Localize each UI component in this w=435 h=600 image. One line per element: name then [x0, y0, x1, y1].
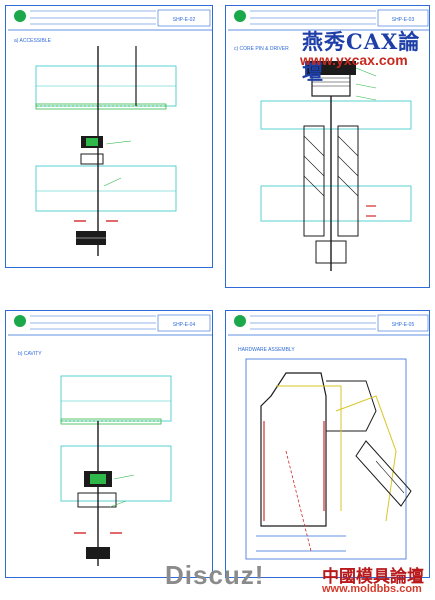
sleeve-left	[303, 125, 325, 237]
hatch-line	[303, 155, 325, 177]
plate-outline	[260, 185, 412, 222]
site-name-watermark: 燕秀CAX論壇	[302, 29, 421, 84]
hatch-line	[375, 460, 405, 494]
drawing-sheet-3: SHP-E-04 b) CAVITY	[5, 310, 213, 578]
site-url-watermark: www.yxcax.com	[300, 52, 408, 68]
sheet-4-drawing: SHP-E-05 HARDWARE ASSEMBLY	[228, 314, 429, 560]
leader-line	[355, 83, 377, 89]
green-insert	[86, 138, 98, 146]
insert-outline	[326, 380, 377, 432]
cap-top	[306, 61, 356, 75]
title-block-id-box	[157, 314, 211, 332]
sheet-1-drawing: SHP-E-02 a) ACCESSIBLE	[8, 9, 212, 256]
section-label: HARDWARE ASSEMBLY	[238, 347, 295, 353]
leader-line	[355, 95, 377, 101]
title-block-id: SHP-E-02	[173, 17, 196, 23]
sheet-badge-icon	[234, 10, 246, 22]
forum-engine-watermark: Discuz!	[165, 560, 265, 590]
sheet-badge-icon	[14, 315, 26, 327]
plate-outline	[260, 100, 412, 130]
sheet-badge-icon	[234, 315, 246, 327]
yellow-contour	[276, 385, 342, 511]
title-block-id: SHP-E-03	[392, 17, 415, 23]
green-insert	[90, 474, 106, 484]
leader-line	[355, 67, 377, 77]
section-label: c) CORE PIN & DRIVER	[234, 46, 289, 52]
base-block	[315, 240, 347, 264]
hatch-line	[337, 175, 359, 197]
leader-line	[113, 474, 135, 480]
leader-line	[103, 177, 122, 187]
yellow-contour	[335, 395, 397, 522]
hatch-line	[303, 175, 325, 197]
section-label: a) ACCESSIBLE	[14, 38, 52, 44]
plate-outline	[35, 165, 177, 212]
red-dashed-line	[285, 450, 312, 552]
title-block-id-box	[157, 9, 211, 27]
sleeve-right	[337, 125, 359, 237]
hatch-line	[337, 135, 359, 157]
sheet-badge-icon	[14, 10, 26, 22]
leader-line	[105, 140, 132, 145]
title-block-id-box	[377, 314, 429, 332]
hatch-line	[303, 135, 325, 157]
bbs-url-watermark: www.moldbbs.com	[322, 583, 422, 595]
cavity-outline	[260, 372, 327, 527]
knurled-nut	[86, 547, 110, 559]
title-block-id: SHP-E-05	[392, 322, 415, 328]
thread-section	[77, 492, 117, 508]
thread-section	[80, 153, 104, 165]
sheet-3-drawing: SHP-E-04 b) CAVITY	[8, 314, 212, 566]
leader-line	[109, 500, 127, 508]
assembly-frame	[245, 358, 407, 560]
bbs-name-watermark: 中國模具論壇	[322, 567, 424, 587]
drawing-sheet-2: SHP-E-03 c) CORE PIN & DRIVER	[225, 5, 430, 288]
plate-outline	[60, 375, 172, 422]
drawing-sheet-1: SHP-E-02 a) ACCESSIBLE	[5, 5, 213, 268]
section-label: b) CAVITY	[18, 351, 42, 357]
hatch-line	[337, 155, 359, 177]
title-block-id: SHP-E-04	[173, 322, 196, 328]
title-block-id-box	[377, 9, 429, 27]
angled-lifter	[355, 440, 412, 507]
drawing-sheet-4: SHP-E-05 HARDWARE ASSEMBLY	[225, 310, 430, 578]
sheet-2-drawing: SHP-E-03 c) CORE PIN & DRIVER	[228, 9, 429, 271]
